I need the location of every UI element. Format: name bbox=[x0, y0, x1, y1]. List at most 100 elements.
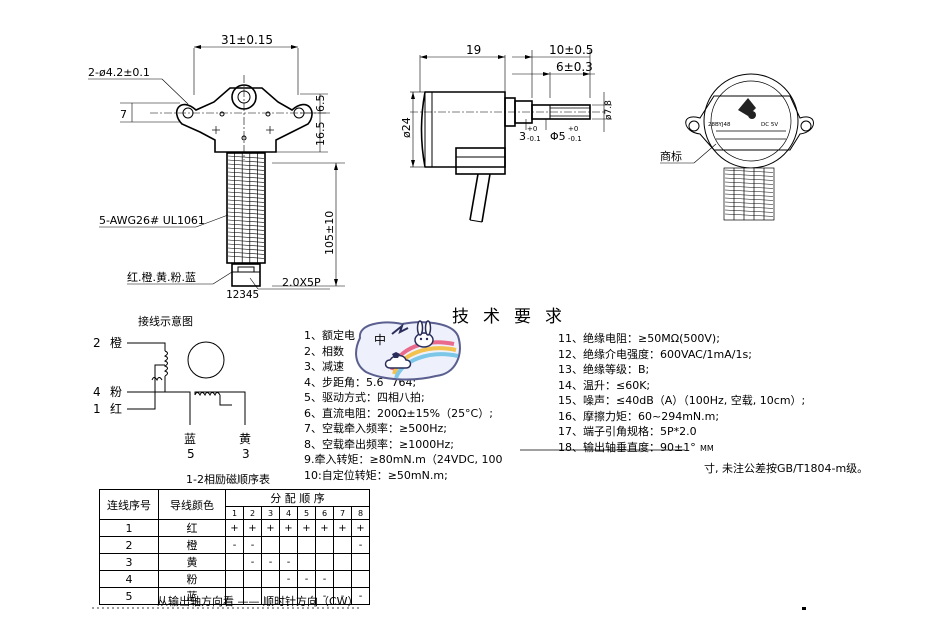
step-header: 6 bbox=[315, 506, 334, 520]
yellow-wire-label: 黄 bbox=[239, 432, 251, 446]
dim-16-5: 16.5 bbox=[314, 122, 327, 147]
step-header: 2 bbox=[243, 506, 262, 520]
sequence-cell: - bbox=[243, 553, 262, 571]
step-header: 4 bbox=[279, 506, 298, 520]
sequence-cell bbox=[225, 570, 244, 588]
sequence-cell bbox=[261, 536, 280, 554]
sequence-cell: - bbox=[279, 553, 298, 571]
spec-list-right: 11、绝缘电阻：≥50MΩ(500V); 12、绝缘介电强度：600VAC/1m… bbox=[558, 331, 805, 455]
spec-item: 16、摩擦力矩：60~294mN.m; bbox=[558, 409, 720, 423]
dim-24: ø24 bbox=[400, 117, 413, 138]
sticker-char: 中 bbox=[374, 332, 386, 347]
sequence-cell: - bbox=[297, 570, 316, 588]
step-header: 1 bbox=[225, 506, 244, 520]
spec-item: 7、空载牵入频率：≥500Hz; bbox=[304, 422, 447, 435]
wire-color-label: 红.橙.黄.粉.蓝 bbox=[127, 270, 196, 284]
sequence-cell: + bbox=[351, 519, 370, 537]
connector bbox=[231, 263, 261, 287]
sequence-cell: - bbox=[315, 570, 334, 588]
rabbit-sticker: 中 bbox=[355, 320, 461, 381]
sequence-cell bbox=[333, 570, 352, 588]
spec-item: 14、温升：≤60K; bbox=[558, 378, 651, 392]
rotor-symbol bbox=[187, 341, 225, 379]
wire-no-cell: 2 bbox=[99, 536, 159, 554]
spec-item: 5、驱动方式：四相八拍; bbox=[304, 391, 425, 404]
wiring-diagram: 接线示意图 2 橙 4 粉 1 红 蓝 5 黄 3 bbox=[93, 314, 251, 461]
dim-6-5: 6.5 bbox=[314, 95, 327, 113]
svg-text:-0.1: -0.1 bbox=[527, 135, 541, 143]
svg-text:-0.1: -0.1 bbox=[568, 135, 582, 143]
sequence-cell bbox=[297, 536, 316, 554]
rabbit-icon bbox=[414, 332, 434, 348]
connector-label: 2.0X5P bbox=[282, 276, 321, 289]
spec-item: 1、额定电 bbox=[304, 329, 355, 342]
sequence-cell bbox=[315, 536, 334, 554]
step-header: 8 bbox=[351, 506, 370, 520]
wire-spec-label: 5-AWG26# UL1061 bbox=[99, 214, 205, 227]
sequence-cell: + bbox=[261, 519, 280, 537]
svg-text:2: 2 bbox=[93, 336, 101, 350]
sequence-caption: 1-2相励磁顺序表 bbox=[186, 473, 270, 486]
header-wire-no: 连线序号 bbox=[99, 489, 159, 520]
wire-no-cell: 4 bbox=[99, 570, 159, 588]
direction-note: 从输出轴方向看 —— 顺时针方向（CW） bbox=[157, 595, 359, 608]
wire-no-cell: 3 bbox=[99, 553, 159, 571]
sequence-cell bbox=[315, 553, 334, 571]
dim-flat: ø7.8 bbox=[604, 100, 614, 120]
dim-3: 3 bbox=[519, 130, 526, 143]
pin4-color: 粉 bbox=[110, 385, 122, 399]
sequence-cell bbox=[351, 553, 370, 571]
svg-text:5: 5 bbox=[187, 447, 195, 461]
dim-phi5: Φ5 bbox=[550, 130, 566, 143]
motor-body-side bbox=[420, 91, 506, 168]
dim-6: 6±0.3 bbox=[556, 60, 593, 74]
svg-text:+0: +0 bbox=[568, 125, 578, 133]
sequence-cell bbox=[297, 553, 316, 571]
dim-width: 31±0.15 bbox=[221, 33, 273, 47]
wire-no-cell: 1 bbox=[99, 519, 159, 537]
sequence-cell: - bbox=[351, 587, 370, 605]
header-order: 分 配 顺 序 bbox=[225, 489, 370, 507]
spec-title: 技术要求 bbox=[452, 307, 576, 327]
wire-color-cell: 红 bbox=[158, 519, 226, 537]
step-header: 3 bbox=[261, 506, 280, 520]
spec-item: 15、噪声：≤40dB（A）（100Hz, 空载, 10cm）; bbox=[558, 394, 806, 407]
sequence-cell bbox=[333, 553, 352, 571]
label-view: 28BYJ48 DC 5V 商标 bbox=[660, 73, 814, 221]
wire-harness bbox=[226, 152, 266, 264]
spec-item: 3、减速 bbox=[304, 360, 344, 373]
pin1-color: 红 bbox=[110, 401, 122, 416]
svg-text:4: 4 bbox=[93, 385, 101, 399]
sequence-cell: + bbox=[333, 519, 352, 537]
dim-7: 7 bbox=[120, 108, 127, 121]
lightning-icon bbox=[391, 323, 409, 335]
wire-color-cell: 黄 bbox=[158, 553, 226, 571]
svg-text:1: 1 bbox=[93, 402, 101, 416]
dim-10: 10±0.5 bbox=[549, 43, 593, 57]
sequence-cell: - bbox=[279, 570, 298, 588]
sequence-cell: - bbox=[351, 536, 370, 554]
sequence-cell: - bbox=[225, 536, 244, 554]
dim-lead-length: 105±10 bbox=[323, 211, 336, 255]
trademark-label: 商标 bbox=[660, 149, 682, 163]
sequence-cell: + bbox=[279, 519, 298, 537]
motor-label-disc bbox=[703, 73, 799, 169]
label-voltage: DC 5V bbox=[761, 122, 778, 128]
sequence-cell bbox=[261, 570, 280, 588]
sequence-cell bbox=[279, 536, 298, 554]
side-view: 19 10±0.5 6±0.3 ø7.8 bbox=[400, 43, 614, 223]
sequence-cell: - bbox=[261, 553, 280, 571]
spec-item: 12、绝缘介电强度：600VAC/1mA/1s; bbox=[558, 347, 752, 361]
pin-numbers: 12345 bbox=[226, 288, 259, 301]
step-header: 7 bbox=[333, 506, 352, 520]
spec-item: 6、直流电阻：200Ω±15%（25°C）; bbox=[304, 406, 493, 420]
blue-wire-label: 蓝 bbox=[184, 432, 196, 446]
wire-color-cell: 粉 bbox=[158, 570, 226, 588]
sequence-cell: + bbox=[225, 519, 244, 537]
spec-item: 17、端子引角规格：5P*2.0 bbox=[558, 425, 697, 438]
